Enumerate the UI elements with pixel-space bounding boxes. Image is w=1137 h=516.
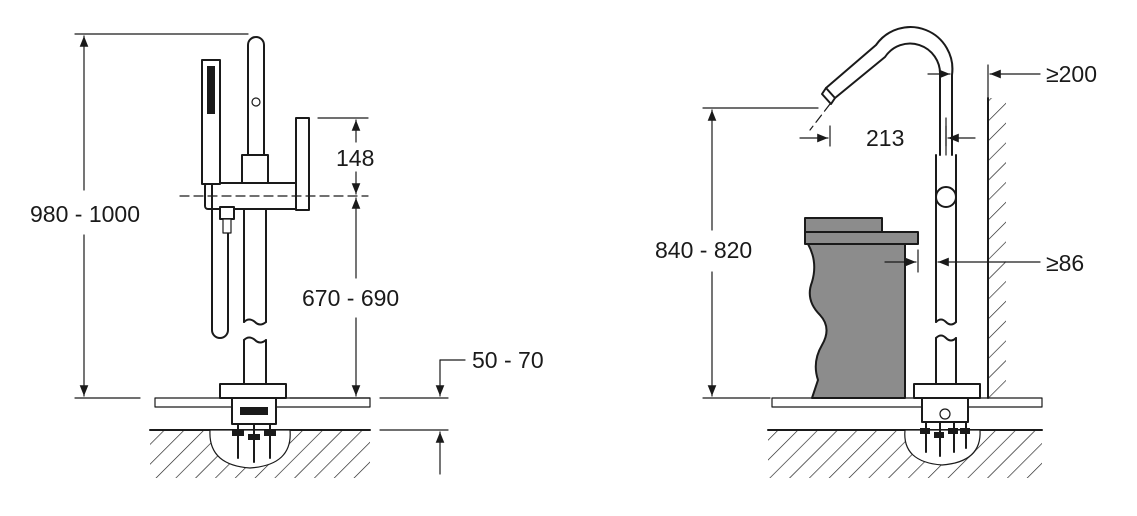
right-dim-height <box>702 107 819 399</box>
left-dim-head-offset <box>179 117 369 197</box>
right-dim-tub-clearance <box>884 249 1041 273</box>
left-dim-head-offset-label: 148 <box>336 145 374 171</box>
right-side-view: ≥200 213 840 - 820 ≥86 <box>655 26 1097 478</box>
left-hand-shower <box>201 59 235 339</box>
right-dim-spout-reach <box>799 125 976 147</box>
right-dim-spout-reach-label: 213 <box>866 125 904 151</box>
right-bathtub <box>804 217 919 399</box>
left-front-view: 980 - 1000 148 670 - 690 50 - 70 <box>30 33 544 478</box>
left-dim-floor-depth-label: 50 - 70 <box>472 347 544 373</box>
right-dim-wall-clearance-label: ≥200 <box>1046 61 1097 87</box>
left-spout-pipe <box>247 36 265 156</box>
left-column <box>243 206 267 385</box>
right-column <box>935 154 957 385</box>
left-mounting-kit <box>231 397 277 463</box>
right-dim-wall-clearance <box>927 64 1041 99</box>
left-dim-floor-depth <box>379 359 466 475</box>
left-dim-total-height <box>74 33 249 399</box>
left-dim-spout-height-label: 670 - 690 <box>302 285 399 311</box>
right-dim-height-label: 840 - 820 <box>655 237 752 263</box>
left-base-plate <box>219 383 287 399</box>
right-base-plate <box>913 383 981 399</box>
right-gooseneck-spout <box>809 26 954 156</box>
left-dim-spout-height <box>289 197 371 399</box>
right-floor <box>767 397 1043 478</box>
right-dim-tub-clearance-label: ≥86 <box>1046 250 1084 276</box>
left-dim-total-height-label: 980 - 1000 <box>30 201 140 227</box>
right-mounting-kit <box>920 397 970 457</box>
right-wall <box>987 97 1006 399</box>
